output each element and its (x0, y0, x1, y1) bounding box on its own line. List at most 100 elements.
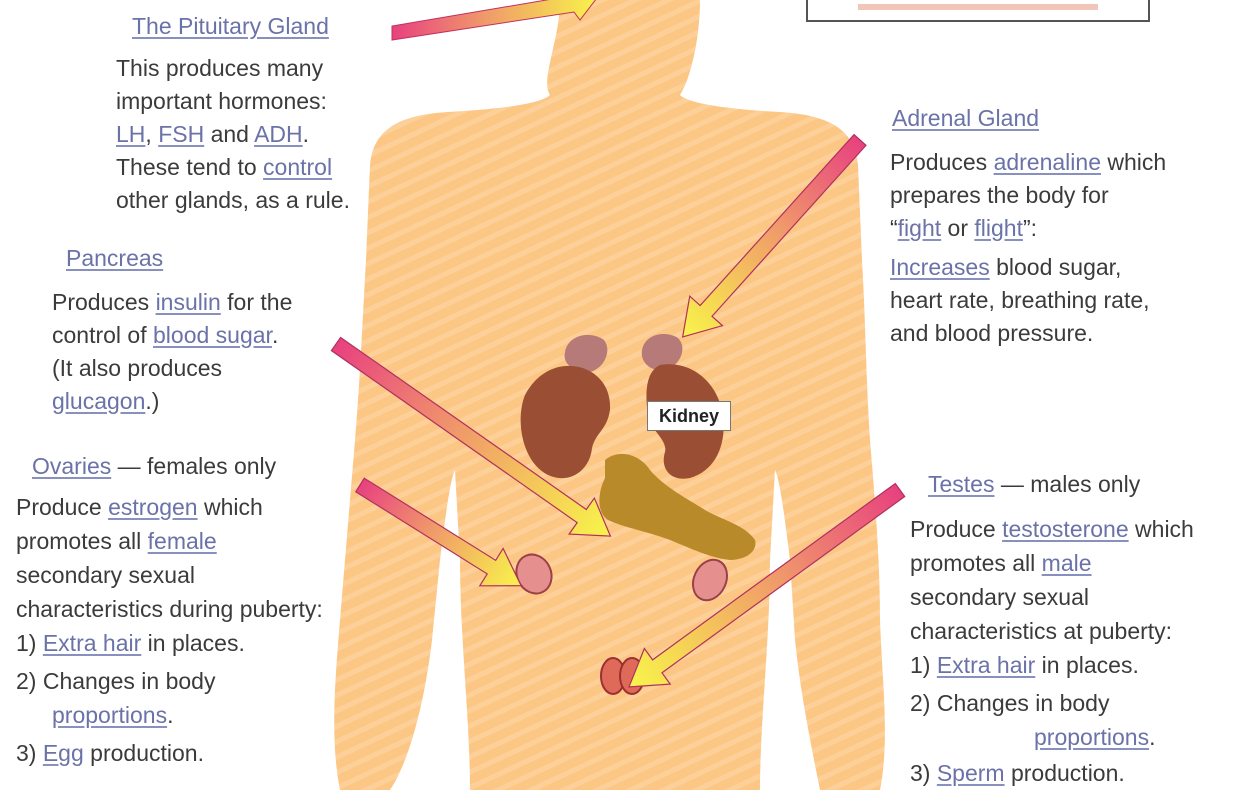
fight-link[interactable]: fight (898, 215, 941, 241)
adrenal-section: Adrenal Gland (892, 102, 1039, 135)
adrenal-line: heart rate, breathing rate, (890, 284, 1166, 317)
word-and: and (211, 121, 249, 147)
pituitary-line: other glands, as a rule. (116, 184, 350, 217)
testes-suffix: — males only (1001, 471, 1140, 497)
testosterone-link[interactable]: testosterone (1002, 516, 1129, 542)
fsh-link[interactable]: FSH (158, 121, 204, 147)
insulin-link[interactable]: insulin (156, 289, 221, 315)
egg-link[interactable]: Egg (43, 740, 84, 766)
testes-item-3: 3) Sperm production. (910, 756, 1194, 790)
extra-hair-link[interactable]: Extra hair (937, 652, 1035, 678)
text: promotes all (16, 528, 141, 554)
adrenal-line: prepares the body for (890, 179, 1166, 212)
punct: . (303, 121, 309, 147)
testes-item-2: 2) Changes in body (910, 686, 1194, 720)
text: control of (52, 322, 147, 348)
pancreas-heading: Pancreas (66, 242, 163, 275)
female-link[interactable]: female (148, 528, 217, 554)
adrenaline-link[interactable]: adrenaline (994, 149, 1101, 175)
text: Produces (52, 289, 149, 315)
lh-link[interactable]: LH (116, 121, 145, 147)
top-right-box (806, 0, 1150, 22)
text: Produces (890, 149, 987, 175)
pancreas-text: Produces insulin for the control of bloo… (52, 286, 292, 418)
text: 1) (910, 652, 930, 678)
testes-heading: Testes (928, 471, 994, 497)
text: ”: (1023, 215, 1037, 241)
testes-item-1: 1) Extra hair in places. (910, 648, 1194, 682)
extra-hair-link[interactable]: Extra hair (43, 630, 141, 656)
text: which (1135, 516, 1194, 542)
pituitary-hormones-line: LH, FSH and ADH. (116, 118, 350, 151)
pancreas-line: control of blood sugar. (52, 319, 292, 352)
text: production. (90, 740, 204, 766)
text: production. (1011, 760, 1125, 786)
flight-link[interactable]: flight (974, 215, 1023, 241)
text: in places. (148, 630, 245, 656)
text: . (272, 322, 278, 348)
ovaries-item-1: 1) Extra hair in places. (16, 626, 323, 660)
pancreas-line: (It also produces (52, 352, 292, 385)
kidney-label: Kidney (647, 401, 731, 431)
text: 3) (910, 760, 930, 786)
male-link[interactable]: male (1042, 550, 1092, 576)
text: for the (227, 289, 292, 315)
text: Produce (16, 494, 102, 520)
text: .) (145, 388, 159, 414)
pancreas-line: glucagon.) (52, 385, 292, 418)
adrenal-line: Increases blood sugar, (890, 251, 1166, 284)
control-link[interactable]: control (263, 154, 332, 180)
adrenal-line: and blood pressure. (890, 317, 1166, 350)
ovaries-suffix: — females only (118, 453, 277, 479)
ovaries-item-2: 2) Changes in body (16, 664, 323, 698)
text: blood sugar, (996, 254, 1121, 280)
ovaries-text: Produce estrogen which promotes all fema… (16, 490, 323, 770)
glucagon-link[interactable]: glucagon (52, 388, 145, 414)
proportions-link[interactable]: proportions (52, 702, 167, 728)
text: which (1107, 149, 1166, 175)
text: “ (890, 215, 898, 241)
ovaries-line: Produce estrogen which (16, 490, 323, 524)
text: 1) (16, 630, 36, 656)
ovaries-item-3: 3) Egg production. (16, 736, 323, 770)
testes-line: promotes all male (910, 546, 1194, 580)
pancreas-section: Pancreas (66, 242, 163, 275)
text: These tend to (116, 154, 257, 180)
ovaries-line: characteristics during puberty: (16, 592, 323, 626)
punct: , (145, 121, 151, 147)
ovaries-heading: Ovaries (32, 453, 111, 479)
testes-text: Produce testosterone which promotes all … (910, 512, 1194, 790)
adrenal-fight-line: “fight or flight”: (890, 212, 1166, 245)
adrenal-line: Produces adrenaline which (890, 146, 1166, 179)
blood-sugar-link[interactable]: blood sugar (153, 322, 272, 348)
pituitary-text: This produces many important hormones: L… (116, 52, 350, 217)
text: promotes all (910, 550, 1035, 576)
sperm-link[interactable]: Sperm (937, 760, 1005, 786)
estrogen-link[interactable]: estrogen (108, 494, 198, 520)
ovaries-line: secondary sexual (16, 558, 323, 592)
ovaries-item-2-cont: proportions. (16, 698, 323, 732)
text: Produce (910, 516, 996, 542)
testes-item-2-cont: proportions. (910, 720, 1194, 754)
text: which (204, 494, 263, 520)
text: in places. (1042, 652, 1139, 678)
pituitary-line: This produces many (116, 52, 350, 85)
ovaries-section: Ovaries — females only (32, 450, 276, 483)
increases-link[interactable]: Increases (890, 254, 990, 280)
text: 3) (16, 740, 36, 766)
proportions-link[interactable]: proportions (1034, 724, 1149, 750)
testes-line: Produce testosterone which (910, 512, 1194, 546)
pituitary-section: The Pituitary Gland (132, 10, 329, 43)
pituitary-heading: The Pituitary Gland (132, 10, 329, 43)
text: . (1149, 724, 1155, 750)
pituitary-line: important hormones: (116, 85, 350, 118)
ovaries-line: promotes all female (16, 524, 323, 558)
testes-line: secondary sexual (910, 580, 1194, 614)
adrenal-text: Produces adrenaline which prepares the b… (890, 146, 1166, 350)
testes-line: characteristics at puberty: (910, 614, 1194, 648)
adh-link[interactable]: ADH (254, 121, 303, 147)
text: . (167, 702, 173, 728)
pituitary-control-line: These tend to control (116, 151, 350, 184)
text: or (948, 215, 968, 241)
